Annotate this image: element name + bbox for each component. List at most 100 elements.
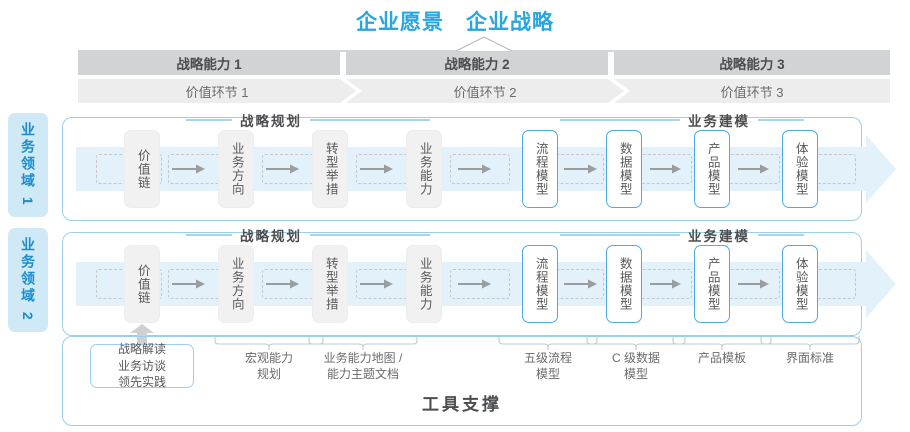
section-header-planning-row-1: 战略规划 (186, 110, 430, 130)
dashed-placeholder (450, 269, 510, 299)
node-data-model-row-2[interactable]: 数据模型 (606, 245, 642, 323)
section-rule-right (310, 119, 430, 121)
capability-band-3[interactable]: 战略能力 3 (614, 51, 890, 75)
section-rule-left (560, 119, 680, 121)
value-band-2[interactable]: 价值环节 2 (346, 79, 624, 103)
section-header-modeling-row-2: 业务建模 (560, 225, 804, 245)
node-product-model-row-1[interactable]: 产品模型 (694, 130, 730, 208)
node-data-model-row-1[interactable]: 数据模型 (606, 130, 642, 208)
arrow-icon (738, 279, 769, 289)
annotation-interface-standard: 界面标准 (760, 350, 860, 366)
domain-1-label: 业务领域 1 (20, 122, 36, 208)
tool-support-title: 工具支撑 (422, 395, 502, 414)
annotation-macro-capability-planning: 宏观能力 规划 (219, 350, 319, 382)
section-rule-right (758, 234, 804, 236)
node-label: 业务方向 (229, 142, 244, 196)
brace-icon (308, 336, 418, 350)
node-business-capability-row-2[interactable]: 业务能力 (406, 245, 442, 323)
annotation-line: 界面标准 (785, 351, 834, 365)
arrow-icon (564, 279, 597, 289)
node-label: 流程模型 (533, 142, 548, 196)
node-label: 转型举措 (323, 257, 338, 311)
node-business-capability-row-1[interactable]: 业务能力 (406, 130, 442, 208)
annotation-line: 产品模板 (697, 351, 746, 365)
section-modeling-label: 业务建模 (688, 229, 750, 244)
sidebar-item-domain-1[interactable]: 业务领域 1 (8, 113, 48, 217)
annotation-box-tools[interactable]: 战略解读 业务访谈 领先实践 (90, 341, 194, 390)
section-rule-left (560, 234, 680, 236)
page-title: 企业愿景企业战略 (0, 6, 910, 36)
node-transformation-measures-row-1[interactable]: 转型举措 (312, 130, 348, 208)
node-label: 业务能力 (417, 257, 432, 311)
domain-2-label: 业务领域 2 (20, 237, 36, 323)
node-label: 流程模型 (533, 257, 548, 311)
node-process-model-row-2[interactable]: 流程模型 (522, 245, 558, 323)
section-rule-right (310, 234, 430, 236)
section-rule-right (758, 119, 804, 121)
node-experience-model-row-2[interactable]: 体验模型 (782, 245, 818, 323)
node-label: 业务能力 (417, 142, 432, 196)
dashed-placeholder (816, 269, 856, 299)
capability-band-2-label: 战略能力 2 (444, 57, 510, 72)
arrow-icon (360, 279, 393, 289)
arrow-icon (172, 279, 205, 289)
capability-band-1-label: 战略能力 1 (176, 57, 242, 72)
arrow-icon (360, 164, 393, 174)
arrow-icon (458, 164, 491, 174)
node-label: 业务方向 (229, 257, 244, 311)
node-value-chain-row-1[interactable]: 价值链 (124, 130, 160, 208)
capability-band-2[interactable]: 战略能力 2 (346, 51, 608, 75)
arrow-icon (172, 164, 205, 174)
arrow-icon (266, 164, 299, 174)
node-product-model-row-2[interactable]: 产品模型 (694, 245, 730, 323)
section-planning-label: 战略规划 (240, 229, 302, 244)
title-strategy: 企业战略 (466, 11, 554, 34)
value-band-1-label: 价值环节 1 (185, 84, 249, 100)
node-label: 体验模型 (793, 257, 808, 311)
annotation-line: 业务访谈 (117, 358, 166, 373)
annotation-capability-map: 业务能力地图 / 能力主题文档 (303, 350, 423, 382)
node-experience-model-row-1[interactable]: 体验模型 (782, 130, 818, 208)
section-header-modeling-row-1: 业务建模 (560, 110, 804, 130)
node-label: 体验模型 (793, 142, 808, 196)
flow-arrowhead-row-1 (866, 135, 896, 203)
node-label: 产品模型 (705, 257, 720, 311)
annotation-product-template: 产品模板 (672, 350, 772, 366)
annotation-line: 宏观能力 (244, 351, 293, 365)
title-vision: 企业愿景 (356, 11, 444, 34)
section-rule-left (186, 234, 232, 236)
node-label: 产品模型 (705, 142, 720, 196)
value-band-3[interactable]: 价值环节 3 (614, 79, 890, 103)
value-band-1[interactable]: 价值环节 1 (78, 79, 356, 103)
arrow-icon (650, 164, 681, 174)
sidebar-item-domain-2[interactable]: 业务领域 2 (8, 228, 48, 332)
annotation-line: C 级数据 (611, 351, 660, 365)
annotation-line: 领先实践 (117, 375, 166, 390)
node-label: 数据模型 (617, 257, 632, 311)
annotation-c-level-data-model: C 级数据 模型 (586, 350, 686, 382)
node-business-direction-row-2[interactable]: 业务方向 (218, 245, 254, 323)
arrow-icon (564, 164, 597, 174)
arrow-icon (458, 279, 491, 289)
node-business-direction-row-1[interactable]: 业务方向 (218, 130, 254, 208)
node-process-model-row-1[interactable]: 流程模型 (522, 130, 558, 208)
dashed-placeholder (450, 154, 510, 184)
dashed-placeholder (816, 154, 856, 184)
flow-arrowhead-row-2 (866, 250, 896, 318)
up-arrow-icon (130, 324, 154, 346)
capability-band-1[interactable]: 战略能力 1 (78, 51, 340, 75)
annotation-five-level-process-model: 五级流程 模型 (498, 350, 598, 382)
arrow-icon (738, 164, 769, 174)
value-band-2-label: 价值环节 2 (453, 84, 517, 100)
node-transformation-measures-row-2[interactable]: 转型举措 (312, 245, 348, 323)
annotation-line: 业务能力地图 / (323, 351, 403, 365)
node-value-chain-row-2[interactable]: 价值链 (124, 245, 160, 323)
section-planning-label: 战略规划 (240, 114, 302, 129)
capability-band-3-label: 战略能力 3 (719, 57, 785, 72)
value-band-3-label: 价值环节 3 (720, 84, 784, 100)
arrow-icon (266, 279, 299, 289)
section-modeling-label: 业务建模 (688, 114, 750, 129)
annotation-line: 战略解读 (117, 341, 166, 356)
annotation-line: 五级流程 (523, 351, 572, 365)
annotation-line: 模型 (623, 367, 648, 382)
